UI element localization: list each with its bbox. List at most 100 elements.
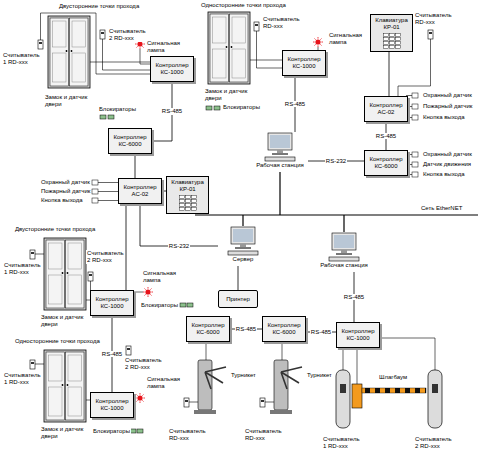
key (383, 45, 388, 48)
key (191, 199, 196, 202)
sensor-icon (412, 152, 418, 157)
card-reader (260, 398, 265, 407)
lamp-label: Сигнальная лампа (142, 270, 184, 284)
sensor-icon (412, 172, 418, 177)
controller-box: Контроллер АС-02 (364, 96, 408, 122)
computer-icon (332, 233, 356, 250)
barrier-gate (362, 388, 426, 393)
bus-connector (135, 154, 136, 178)
reader-label: Считыватель 2 RD-xxx (414, 436, 456, 450)
key (395, 37, 400, 40)
lamp-label: Сигнальная лампа (328, 32, 370, 46)
card-reader (30, 360, 35, 369)
wire (378, 338, 435, 370)
key (395, 45, 400, 48)
card-reader (30, 250, 35, 259)
node-text: Контроллер КС-6000 (190, 322, 226, 336)
blocker (187, 303, 193, 307)
sensor-label: Пожарный датчик (40, 188, 91, 195)
bus-label: RS-485 (284, 101, 306, 108)
controller-box: Контроллер КС-1000 (90, 392, 134, 418)
keypad-box: Клавиатура КР-01 (166, 176, 209, 214)
turnstile (194, 410, 216, 414)
sensor-label: Кнопка выхода (422, 114, 466, 121)
computer-icon (235, 247, 251, 249)
sensor-label: Пожарный датчик (422, 103, 473, 110)
reader-label: Считыватель 2 RD-xxx (86, 250, 122, 264)
wire (35, 254, 44, 255)
node-text: Контроллер КС-6000 (112, 134, 148, 148)
key (383, 37, 388, 40)
card-reader (88, 272, 93, 281)
bus-label: RS-232 (168, 243, 190, 250)
node-text: Контроллер КС-6000 (266, 322, 302, 336)
blocker (206, 106, 212, 110)
wire (250, 60, 282, 61)
computer-icon (334, 235, 354, 248)
key (185, 195, 190, 198)
group-title: Односторонние точки прохода (14, 338, 101, 345)
key (185, 199, 190, 202)
wire (90, 281, 91, 290)
controller-box: Контроллер КС-6000 (108, 128, 152, 154)
computer-icon (317, 232, 371, 262)
sensor-icon (412, 93, 418, 98)
group-title: Двусторонние точки прохода (58, 3, 140, 10)
reader-label: Считыватель RD-xxx (244, 428, 284, 442)
key (191, 203, 196, 206)
ethernet-bus (242, 215, 243, 226)
lamp-label: Сигнальная лампа (146, 40, 188, 54)
sensor-icon (412, 162, 418, 167)
computer-station: Рабочая станция (316, 232, 372, 272)
bus-label: RS-485 (310, 329, 332, 336)
turnstile-label: Турникет (306, 372, 333, 379)
reader-label: Считыватель RD-xxx (262, 16, 302, 30)
lock-label: Замок и датчик двери (40, 314, 88, 328)
barrier-label: Шлагбаум (378, 374, 408, 381)
key (191, 195, 196, 198)
node-text: Рабочая станция (317, 262, 371, 269)
lock-label: Замок и датчик двери (44, 94, 96, 108)
sensor-icon (92, 198, 98, 203)
barrier-gate (352, 384, 426, 408)
sensor-icon (412, 104, 418, 109)
reader-label: Считыватель 2 RD-xxx (108, 28, 146, 42)
reader-label: Считыватель 1 RD-xxx (3, 262, 43, 276)
group-title: Двусторонние точки прохода (14, 226, 96, 233)
reader-pillar (428, 370, 442, 428)
wire (343, 348, 344, 370)
reader-label: Считыватель RD-xxx (414, 12, 456, 26)
reader-pillar (336, 370, 350, 428)
computer-icon (268, 133, 292, 150)
barrier-gate (352, 384, 362, 408)
controller-box: Контроллер КС-1000 (336, 322, 380, 348)
bus-connector (238, 266, 239, 290)
bus-label: RS-232 (325, 158, 347, 165)
bus-label: RS-485 (235, 326, 257, 333)
sensor-icon (92, 189, 98, 194)
computer-station: Рабочая станция (252, 132, 308, 172)
signal-lamp (313, 37, 323, 47)
node-text: Контроллер КС-1000 (94, 296, 130, 310)
node-text: Контроллер АС-02 (368, 102, 404, 116)
computer-icon (240, 244, 246, 247)
signal-lamp (143, 287, 153, 297)
key-grid (179, 195, 197, 211)
ethernet-bus (279, 172, 280, 215)
reader-pillar (336, 370, 350, 428)
computer-icon (219, 226, 267, 256)
key (179, 203, 184, 206)
blocker-label: Блокираторы (222, 104, 261, 111)
card-reader (184, 398, 189, 407)
blocker-label: Блокираторы (98, 106, 137, 113)
node-text: Принтер (222, 296, 254, 303)
computer-icon (277, 150, 283, 153)
keypad-box: Клавиатура КР-01 (370, 14, 413, 52)
lock-label: Замок и датчик двери (40, 426, 88, 440)
key (389, 33, 394, 36)
bus-connector (126, 204, 127, 290)
key (389, 41, 394, 44)
turnstile (270, 360, 302, 414)
reader-label: Считыватель RD-xxx (168, 428, 208, 442)
